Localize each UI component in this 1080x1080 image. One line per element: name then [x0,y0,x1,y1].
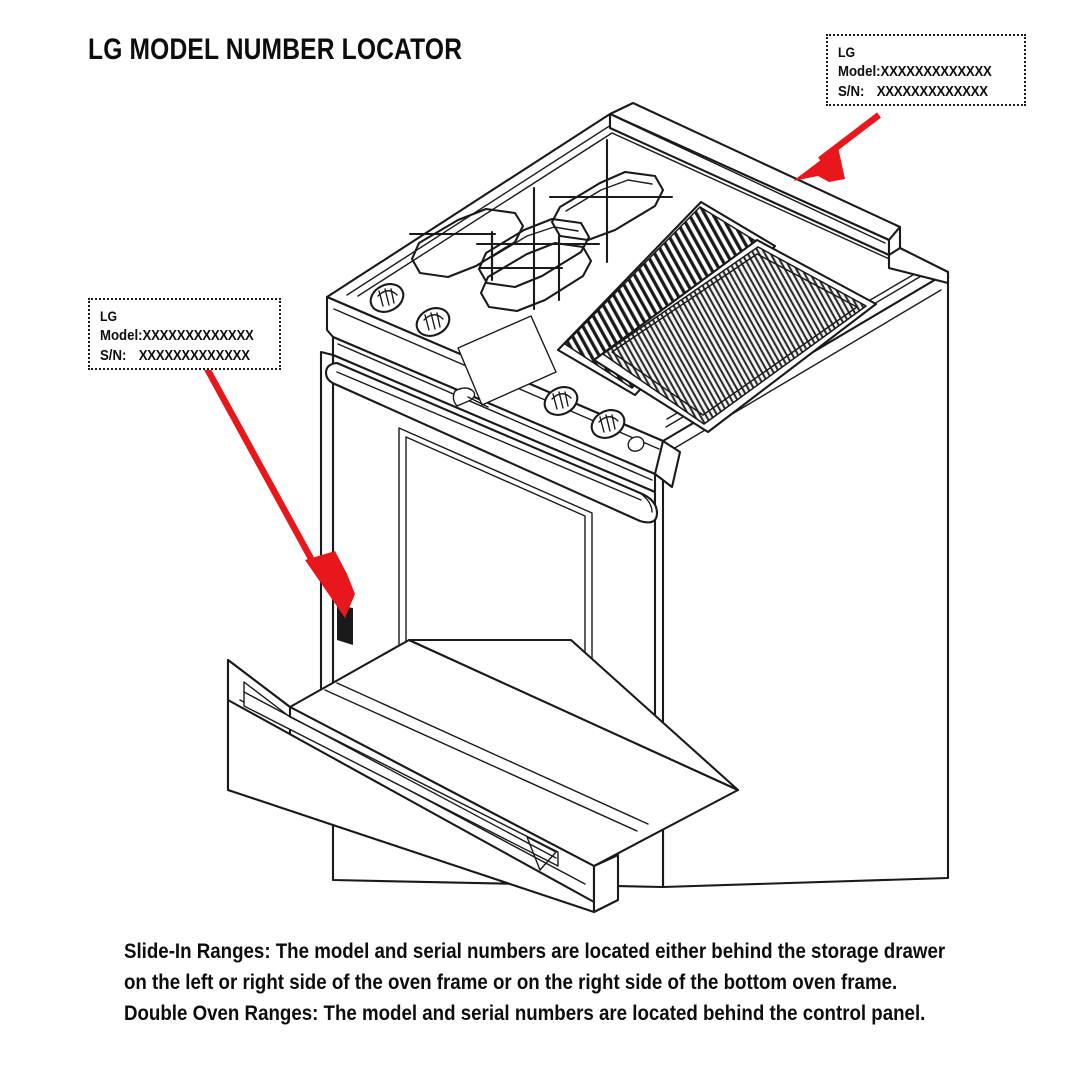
storage-drawer-handle[interactable] [243,681,559,871]
oven-lower-frame [331,791,665,889]
rating-plate-brand: LG [100,308,118,324]
burner-grate-rear-left [475,186,601,311]
rating-plate-serial-value: XXXXXXXXXXXXX [876,83,988,100]
rating-plate-callout-top: LG Model:XXXXXXXXXXXXX S/N:XXXXXXXXXXXXX [826,34,1026,106]
caption-line-2: on the left or right side of the oven fr… [124,970,898,994]
control-knob-1[interactable] [366,279,408,317]
griddle-plate [556,200,777,397]
rating-plate-model-value: XXXXXXXXXXXXX [142,327,254,344]
oven-door-window [398,427,593,742]
burner-grate-rear-right [548,138,674,264]
storage-drawer[interactable] [226,638,740,914]
oven-frame-left-edge [337,605,353,645]
rating-plate-model-label: Model: [100,327,143,344]
control-knob-4[interactable] [587,405,629,443]
control-knob-2[interactable] [412,303,454,341]
door-latch[interactable] [452,387,489,408]
caption-line-3: Double Oven Ranges: The model and serial… [124,1001,926,1025]
burner-grate-front-right [478,234,593,313]
rating-plate-serial-label: S/N: [838,83,865,100]
arrow-to-storage-drawer [202,363,355,618]
backguard-rail [608,101,950,285]
oven-door[interactable] [319,350,657,802]
grill-grate [592,238,878,434]
oven-door-handle[interactable] [324,361,659,524]
rating-plate-callout-left: LG Model:XXXXXXXXXXXXX S/N:XXXXXXXXXXXXX [88,298,281,370]
rating-plate-serial-label: S/N: [100,347,127,364]
cooktop-surface [325,112,950,443]
display-panel [457,315,557,406]
control-knob-3[interactable] [540,382,582,420]
right-side-panel [661,270,950,889]
burner-grate-front-left [408,207,525,282]
rating-plate-model-value: XXXXXXXXXXXXX [880,63,992,80]
arrow-to-backguard [793,112,881,182]
caption-line-1: Slide-In Ranges: The model and serial nu… [124,939,946,963]
page-title: LG MODEL NUMBER LOCATOR [88,33,463,66]
indicator-button[interactable] [626,434,647,454]
rating-plate-brand: LG [838,44,856,60]
rating-plate-serial-value: XXXXXXXXXXXXX [138,347,250,364]
control-panel [325,295,682,494]
rating-plate-model-label: Model: [838,63,881,80]
caption-block: Slide-In Ranges: The model and serial nu… [124,936,984,1029]
